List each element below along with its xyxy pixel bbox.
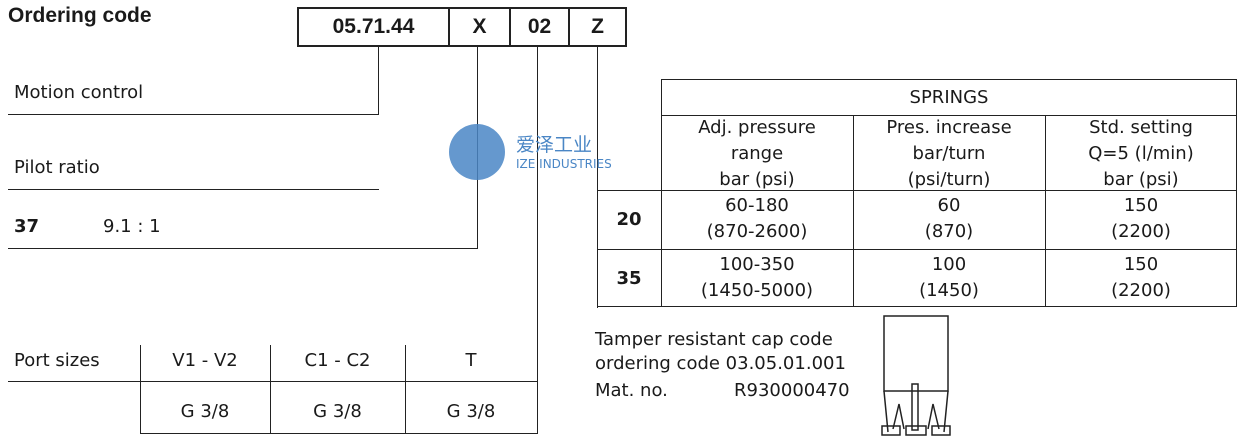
pilot-ratio-value: 9.1 : 1: [103, 216, 161, 237]
springs-header: Pres. increase bar/turn (psi/turn): [886, 117, 1012, 190]
port-sizes-label: Port sizes: [14, 350, 100, 371]
divider: [8, 248, 478, 249]
leader-line: [597, 47, 598, 308]
code-cell-pilot: X: [448, 7, 511, 47]
cap-ordering-code: ordering code 03.05.01.001: [595, 353, 846, 374]
tamper-cap-drawing: [881, 315, 951, 436]
port-header: V1 - V2: [172, 350, 238, 371]
leader-line: [378, 47, 379, 115]
cap-title: Tamper resistant cap code: [595, 329, 833, 350]
divider: [8, 189, 379, 190]
pilot-ratio-label: Pilot ratio: [14, 157, 100, 178]
springs-header: Std. setting Q=5 (l/min) bar (psi): [1088, 117, 1194, 190]
springs-title: SPRINGS: [909, 87, 989, 108]
table-cell: 100-350 (1450-5000): [700, 254, 814, 301]
pilot-ratio-code: 37: [14, 216, 40, 237]
mat-no-label: Mat. no.: [595, 380, 668, 401]
table-cell: 60 (870): [924, 195, 974, 242]
port-header: T: [465, 350, 477, 371]
port-value: G 3/8: [180, 401, 230, 422]
motion-control-label: Motion control: [14, 82, 144, 103]
table-cell: 100 (1450): [919, 254, 979, 301]
code-cell-ports: 02: [509, 7, 570, 47]
leader-line: [537, 47, 538, 434]
watermark-logo-icon: [449, 124, 505, 180]
table-cell: 150 (2200): [1111, 254, 1171, 301]
table-cell: 150 (2200): [1111, 195, 1171, 242]
port-header: C1 - C2: [304, 350, 371, 371]
port-value: G 3/8: [313, 401, 362, 422]
code-cell-base: 05.71.44: [297, 7, 450, 47]
divider: [8, 114, 379, 115]
springs-header: Adj. pressure range bar (psi): [698, 117, 816, 190]
port-value: G 3/8: [446, 401, 496, 422]
table-cell: 60-180 (870-2600): [706, 195, 808, 242]
page-title: Ordering code: [8, 4, 152, 27]
spring-code: 20: [616, 209, 642, 230]
spring-code: 35: [616, 268, 642, 289]
code-cell-spring: Z: [568, 7, 627, 47]
watermark-subtext: IZE INDUSTRIES: [516, 157, 612, 171]
watermark-text: 爱泽工业: [516, 134, 593, 156]
mat-no-value: R930000470: [734, 380, 850, 401]
